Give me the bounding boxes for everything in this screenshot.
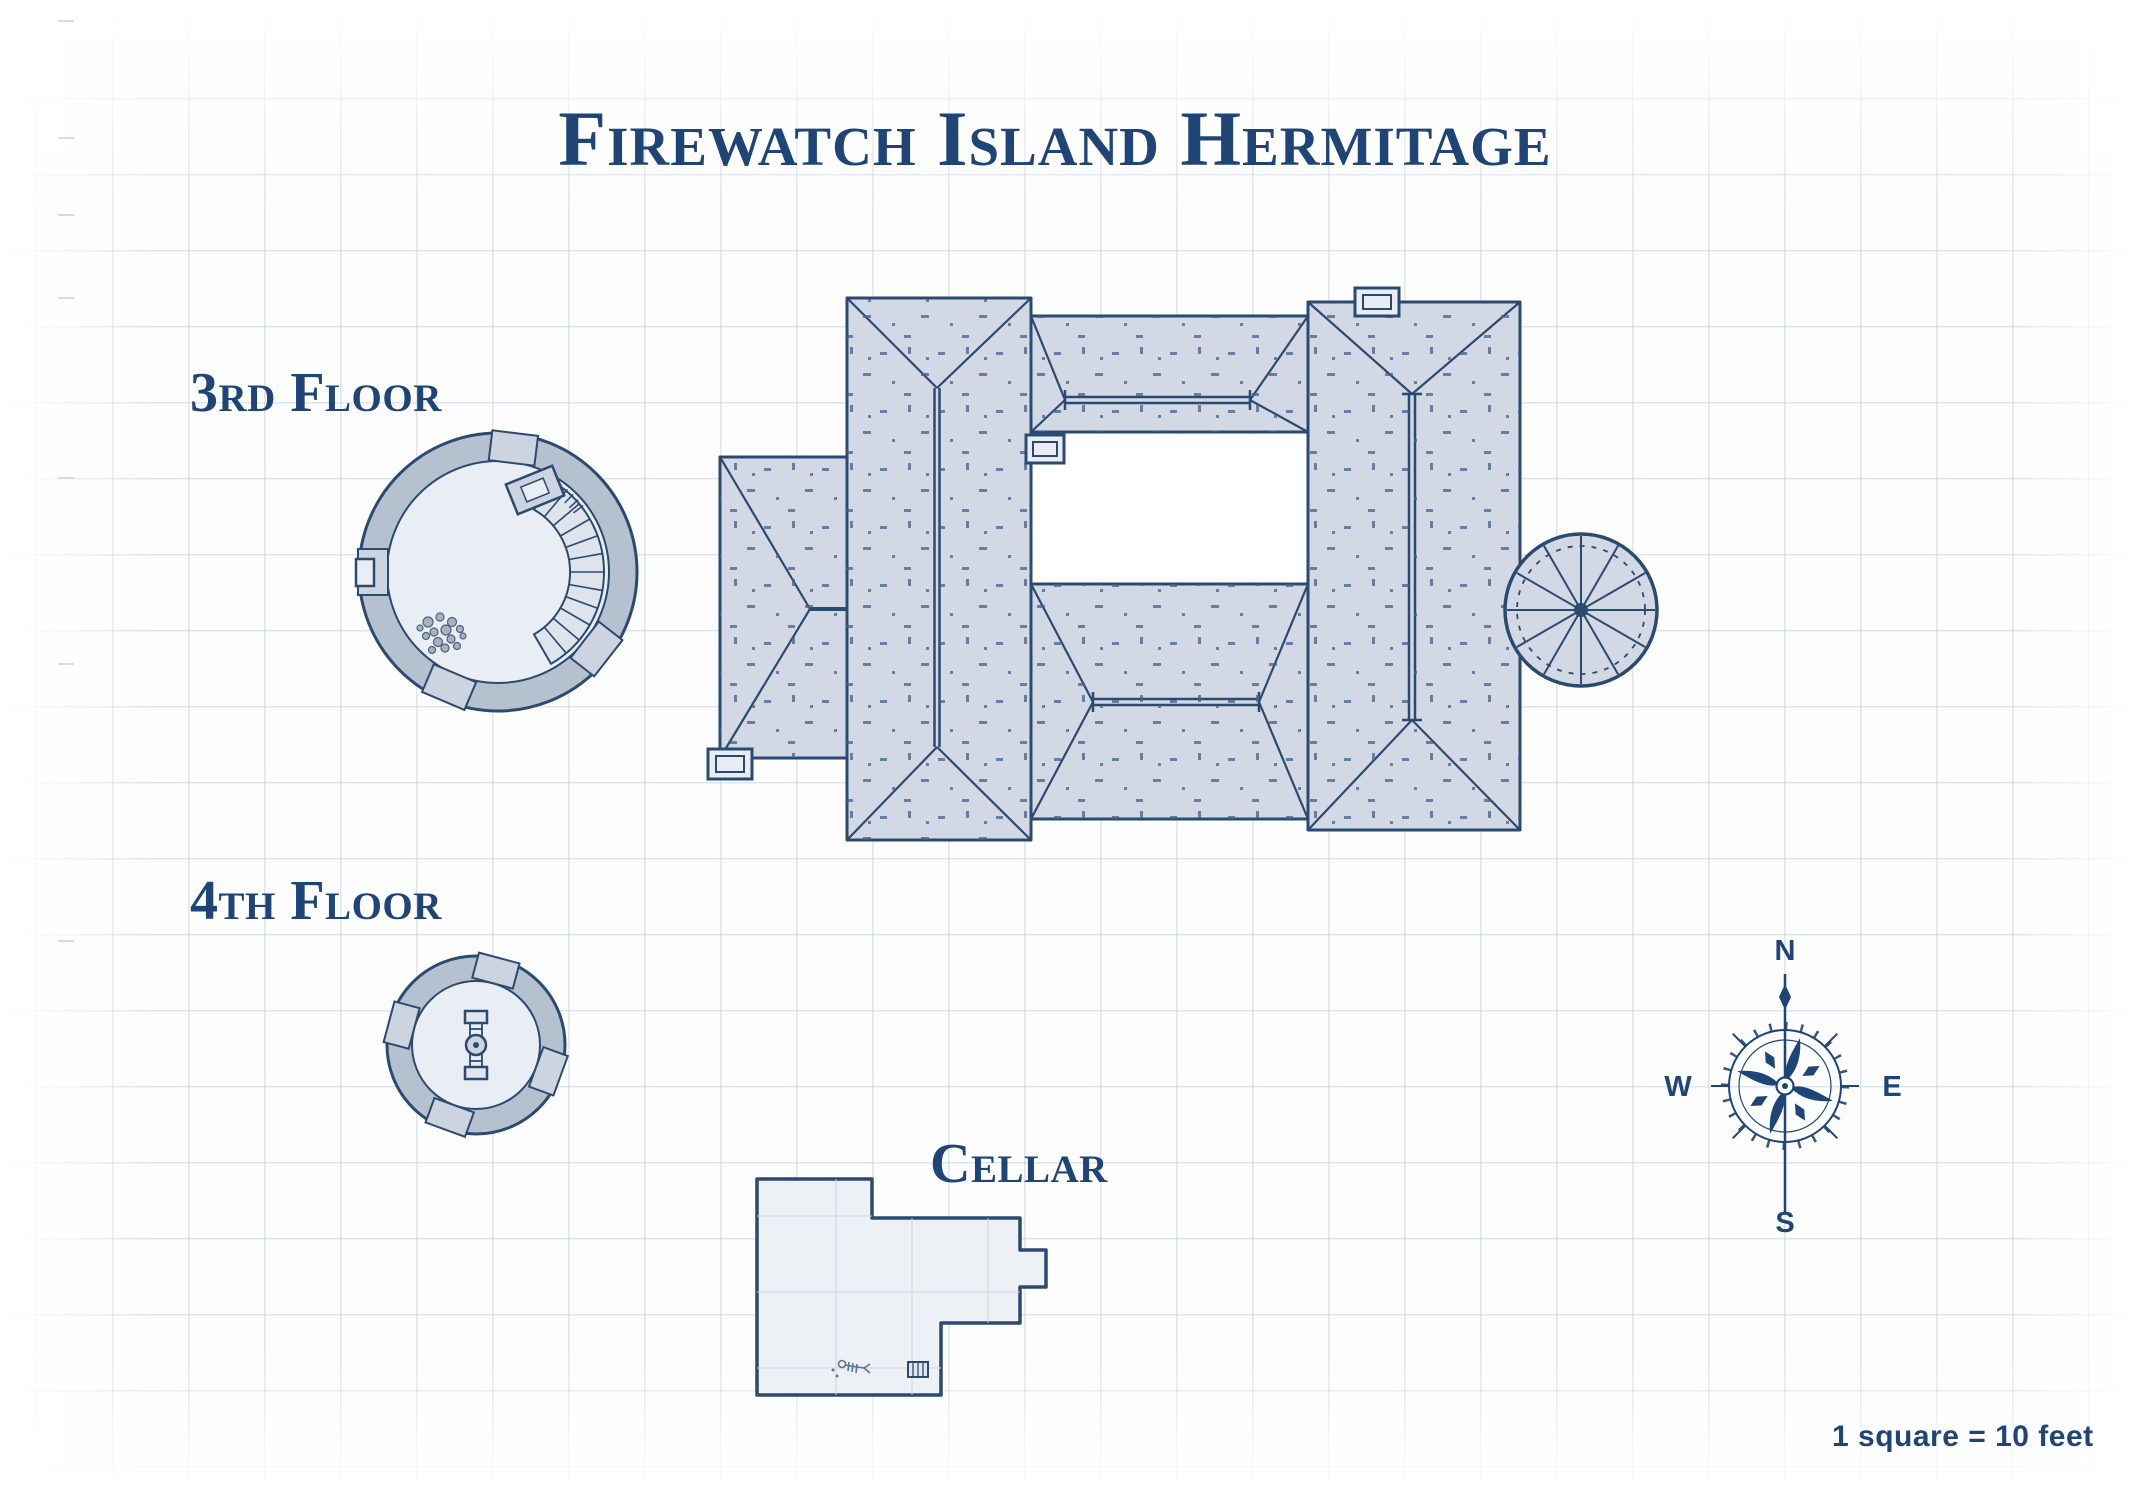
compass-rose: N W E S [1664, 935, 1901, 1239]
tower-4th-floor-plan [382, 951, 570, 1139]
courtyard [1033, 434, 1306, 582]
compass-label-south: S [1775, 1207, 1794, 1239]
label-3rd-floor: 3rd Floor [190, 362, 442, 424]
ruler-tick [58, 477, 74, 479]
ruler-tick [58, 214, 74, 216]
cellar-grate [907, 1361, 929, 1378]
ruler-tick [58, 297, 74, 299]
compass-label-north: N [1775, 935, 1796, 967]
ruler-tick [58, 20, 74, 22]
roof-plan [706, 286, 1659, 842]
label-cellar: Cellar [930, 1133, 1108, 1195]
map-title: Firewatch Island Hermitage [558, 95, 1552, 182]
chimney [1353, 286, 1401, 318]
ruler-tick [58, 663, 74, 665]
needle-diamond [1779, 984, 1791, 1010]
chimney [1024, 433, 1066, 465]
tower-3rd-floor-plan [354, 429, 639, 713]
cellar-outline [755, 1177, 1048, 1397]
compass-label-east: E [1882, 1071, 1901, 1103]
ladder-winch [463, 1009, 489, 1081]
label-4th-floor: 4th Floor [190, 870, 442, 932]
round-tower-roof [1503, 532, 1659, 688]
chimney [706, 747, 754, 781]
compass-label-west: W [1664, 1071, 1692, 1103]
ruler-tick [58, 940, 74, 942]
cellar-plan [755, 1177, 1048, 1397]
tower-door [354, 557, 376, 588]
scale-note: 1 square = 10 feet [1832, 1420, 2094, 1453]
